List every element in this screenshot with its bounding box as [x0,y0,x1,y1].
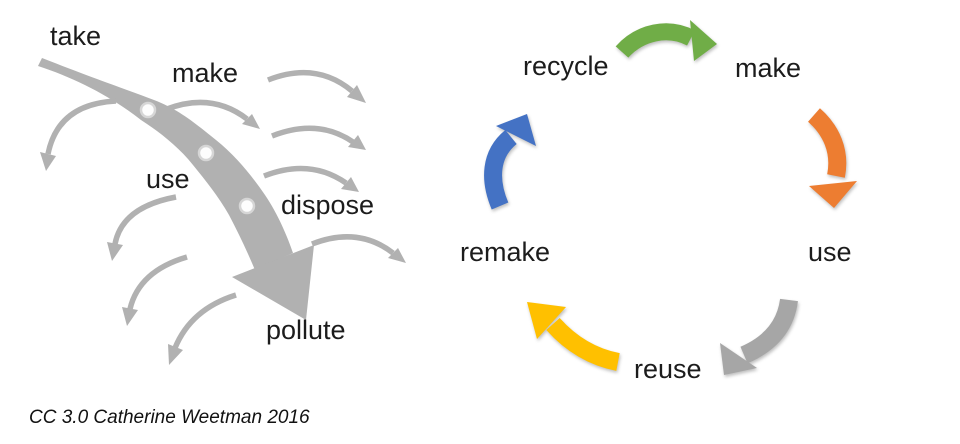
branch-arrow-right-1 [266,69,366,103]
linear-stage-label-take: take [50,21,102,51]
attribution-text: CC 3.0 Catherine Weetman 2016 [29,407,310,428]
milestone-dot-use [197,144,215,162]
linear-stage-label-pollute: pollute [266,315,346,345]
cycle-stage-label-remake: remake [460,237,551,267]
linear-stage-label-use: use [146,164,190,194]
linear-main-arrow-head [232,245,314,320]
milestone-dot-make [139,101,157,119]
linear-main-arrow-body [38,58,293,270]
branch-arrow-right-3 [270,125,366,150]
linear-flow-arrows [38,58,406,365]
cycle-arrow-recycle-to-make [615,20,717,61]
branch-arrow-left-4 [168,292,237,365]
cycle-arrow-reuse-to-remake [527,302,620,371]
branch-arrow-left-2 [107,194,177,261]
cycle-arrow-use-to-reuse [720,298,798,375]
branch-arrow-left-3 [122,254,188,326]
linear-stage-label-dispose: dispose [281,190,375,220]
branch-arrow-left-1 [40,98,117,171]
branch-arrow-right-4 [262,165,359,192]
cycle-stage-label-reuse: reuse [634,354,702,384]
cycle-arrow-make-to-use [807,108,857,208]
cycle-stage-label-recycle: recycle [523,51,609,81]
branch-arrow-right-2 [166,99,260,129]
cycle-stage-label-make: make [735,53,802,83]
milestone-dot-dispose [238,197,256,215]
branch-arrow-right-5 [310,234,406,263]
cycle-arrow-remake-to-recycle [484,114,536,210]
cycle-stage-label-use: use [808,237,852,267]
circular-flow-arrows [484,20,857,375]
linear-stage-label-make: make [172,58,239,88]
